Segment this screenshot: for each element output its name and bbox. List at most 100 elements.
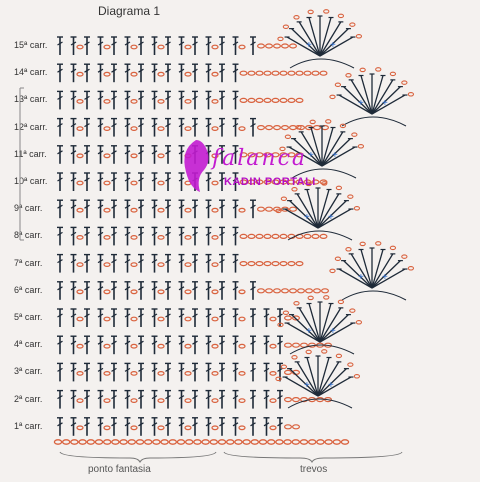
chain-stitch — [239, 233, 248, 239]
stitch-bar — [84, 395, 90, 400]
fan-stitch — [289, 200, 319, 229]
fan-stitch — [317, 361, 340, 397]
stitch-bar — [111, 231, 117, 236]
chain-stitch — [287, 152, 296, 158]
chain-stitch — [76, 343, 84, 349]
fan-stitch — [317, 368, 347, 397]
chain-stitch — [295, 97, 304, 104]
stitch-bar — [192, 41, 198, 46]
stitch-bar — [111, 286, 117, 291]
foundation-chain — [242, 439, 251, 445]
fan-stitch — [319, 314, 349, 343]
stitch-bar — [165, 395, 171, 400]
row-label: 12ª carr. — [14, 121, 48, 132]
chain-stitch — [211, 262, 219, 268]
stitch-bar — [205, 340, 212, 345]
row-label: 10ª carr. — [14, 176, 48, 186]
fan-stitch — [371, 79, 394, 115]
fan-picot — [349, 22, 356, 27]
stitch-bar — [178, 340, 185, 345]
row-label: 6ª carr. — [14, 284, 43, 295]
chain-stitch — [265, 288, 274, 294]
fan-base-arc — [289, 58, 355, 69]
chain-stitch — [103, 44, 111, 50]
stitch-bar — [84, 231, 90, 236]
chain-stitch — [303, 70, 312, 76]
chain-stitch — [271, 179, 280, 185]
stitch-bar — [165, 204, 171, 209]
stitch-bar — [151, 150, 158, 155]
fan-stitch — [286, 322, 321, 343]
chain-stitch — [157, 425, 165, 431]
stitch-bar — [151, 395, 158, 400]
chain-stitch — [184, 316, 192, 322]
stitch-bar — [192, 68, 198, 73]
fan-picot — [345, 247, 352, 252]
fan-picot — [277, 322, 284, 328]
fan-picot — [323, 295, 330, 300]
stitch-bar — [219, 340, 225, 345]
stitch-bar — [192, 286, 198, 291]
foundation-chain — [70, 439, 79, 445]
stitch-bar — [165, 259, 171, 264]
stitch-bar — [165, 422, 171, 427]
foundation-chain — [291, 439, 301, 445]
fan-stitch — [371, 86, 401, 115]
stitch-bar — [57, 231, 63, 236]
chain-stitch — [263, 70, 272, 76]
stitch-bar — [205, 231, 212, 236]
trevos-brace — [223, 451, 403, 464]
foundation-chain — [225, 439, 235, 445]
chain-stitch — [238, 398, 246, 404]
fan-picot — [321, 181, 328, 186]
chain-stitch — [211, 343, 219, 349]
chain-stitch — [157, 343, 165, 349]
stitch-bar — [111, 313, 117, 318]
stitch-bar — [97, 367, 104, 372]
fan-picot — [321, 349, 328, 354]
fan-stitch — [371, 253, 394, 289]
stitch-bar — [84, 41, 90, 46]
foundation-chain — [250, 439, 260, 445]
fan-picot — [353, 374, 361, 379]
fan-picot — [389, 71, 397, 77]
fan-picot — [401, 254, 408, 259]
chain-stitch — [157, 371, 165, 376]
stitch-bar — [232, 259, 239, 264]
slip-stitch-mark: + — [330, 40, 336, 51]
chain-stitch — [263, 152, 272, 158]
stitch-bar — [232, 123, 239, 128]
stitch-bar — [124, 286, 131, 291]
chain-stitch — [76, 153, 84, 159]
stitch-bar — [151, 95, 158, 100]
stitch-bar — [111, 95, 117, 100]
stitch-bar — [232, 367, 239, 372]
chain-stitch — [184, 207, 192, 213]
fan-stitch — [350, 253, 373, 289]
stitch-bar — [97, 422, 104, 427]
stitch-bar — [84, 422, 90, 427]
stitch-bar — [178, 177, 185, 182]
chain-stitch — [211, 371, 219, 376]
stitch-bar — [124, 41, 131, 46]
fan-base-arc — [341, 116, 407, 127]
stitch-bar — [205, 68, 212, 73]
fan-picot — [347, 194, 354, 199]
stitch-bar — [97, 259, 104, 264]
chain-stitch — [255, 152, 264, 158]
fan-stitch — [319, 307, 342, 343]
stitch-bar — [250, 41, 256, 46]
fan-picot — [323, 9, 330, 14]
slip-stitch-mark: + — [328, 212, 334, 223]
stitch-bar — [178, 422, 185, 427]
fan-picot — [329, 268, 336, 274]
stitch-bar — [111, 367, 117, 372]
foundation-chain — [340, 439, 350, 445]
stitch-bar — [70, 123, 77, 128]
chain-stitch — [130, 207, 138, 213]
chain-stitch — [103, 343, 111, 349]
chain-stitch — [284, 397, 293, 403]
fan-stitch — [319, 36, 354, 57]
stitch-bar — [277, 340, 283, 345]
stitch-bar — [219, 95, 225, 100]
